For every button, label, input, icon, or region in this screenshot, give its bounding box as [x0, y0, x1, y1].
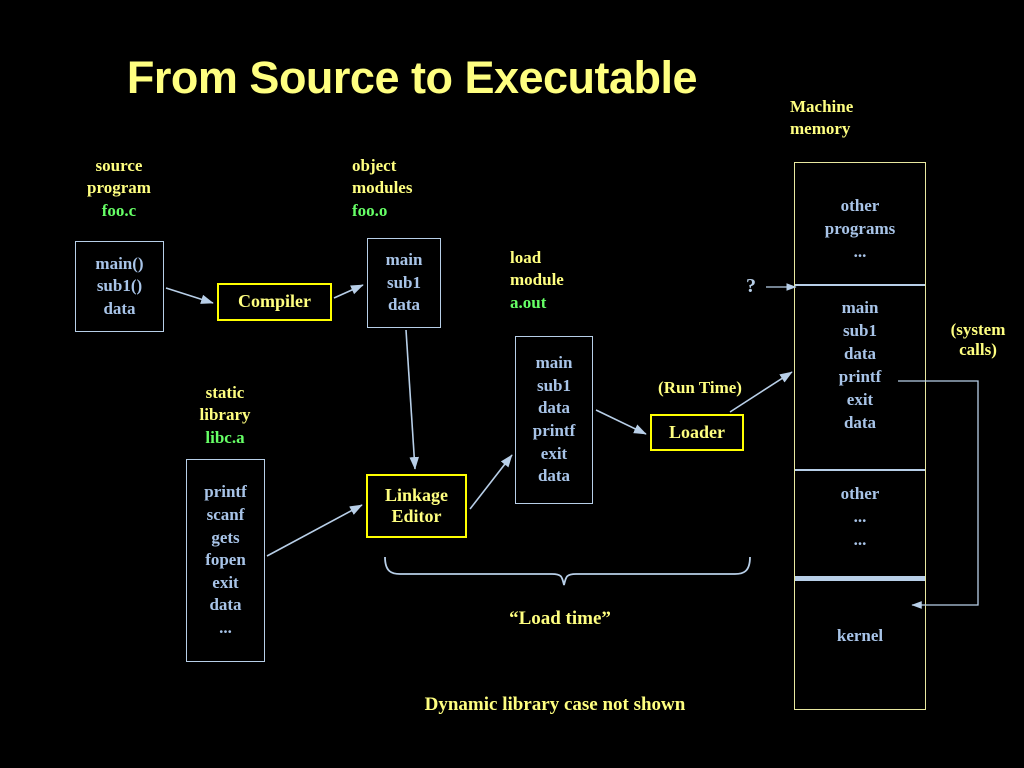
- memseg2-line-2: ...: [853, 529, 867, 549]
- library-box-line-1: scanf: [206, 504, 245, 524]
- load-box-line-4: exit: [540, 443, 568, 463]
- dynamic-library-note: Dynamic library case not shown: [424, 694, 686, 715]
- machine-memory-frame: other programs ... main sub1 data printf…: [794, 162, 926, 710]
- object-box-line-0: main: [385, 250, 423, 270]
- memseg3-line-0: kernel: [836, 626, 884, 645]
- memory-caption-line1: Machine: [790, 97, 854, 116]
- load-time-label: “Load time”: [509, 608, 611, 629]
- page-title: From Source to Executable: [126, 52, 698, 103]
- run-time-label: (Run Time): [658, 378, 742, 397]
- library-box-line-2: gets: [211, 527, 240, 547]
- system-calls-line2: calls): [959, 340, 997, 359]
- source-box-line-0: main(): [95, 253, 144, 273]
- object-box-line-1: sub1: [386, 272, 422, 292]
- memory-segment-loaded-program: main sub1 data printf exit data: [795, 297, 925, 435]
- load-caption-line1: load: [510, 248, 542, 267]
- system-calls-line1: (system: [950, 320, 1006, 339]
- memory-divider-2: [795, 469, 925, 471]
- memseg0-line-0: other: [840, 196, 880, 215]
- library-box-line-4: exit: [212, 572, 239, 592]
- loader-box[interactable]: Loader: [650, 414, 744, 451]
- system-calls-label: (system calls): [932, 320, 1024, 360]
- memseg1-line-0: main: [841, 298, 879, 317]
- arrow-source-to-compiler: [165, 287, 214, 304]
- source-program-caption: source program foo.c: [58, 155, 180, 222]
- object-caption-line1: object: [352, 156, 397, 175]
- library-caption-line2: library: [199, 405, 251, 425]
- load-module-box: main sub1 data printf exit data: [515, 336, 593, 504]
- source-box-line-1: sub1(): [96, 276, 143, 296]
- library-caption-line1: static: [205, 383, 245, 402]
- memseg1-line-3: printf: [838, 366, 882, 386]
- library-box-line-0: printf: [204, 482, 247, 502]
- load-box-line-1: sub1: [536, 375, 572, 395]
- question-mark-label: ?: [746, 275, 756, 297]
- compiler-box[interactable]: Compiler: [217, 283, 332, 321]
- object-caption-line2: modules: [352, 178, 413, 198]
- memory-segment-other-programs: other programs ...: [795, 195, 925, 264]
- load-filename: a.out: [510, 292, 547, 312]
- memory-divider-kernel-boundary: [795, 576, 925, 581]
- load-box-line-3: printf: [532, 421, 576, 440]
- library-box-line-6: ...: [219, 618, 232, 638]
- arrow-load-module-to-loader: [595, 409, 647, 435]
- memseg1-line-4: exit: [846, 389, 874, 409]
- memseg1-line-1: sub1: [842, 320, 878, 340]
- library-box-line-3: fopen: [205, 550, 246, 570]
- memseg0-line-2: ...: [853, 241, 867, 261]
- arrow-linkage-to-load-module: [469, 454, 513, 510]
- load-box-line-0: main: [535, 353, 573, 373]
- object-modules-caption: object modules foo.o: [352, 155, 470, 222]
- object-filename: foo.o: [352, 200, 388, 220]
- memory-segment-kernel: kernel: [795, 625, 925, 648]
- memseg2-line-0: other: [840, 484, 880, 503]
- linkage-editor-box[interactable]: Linkage Editor: [366, 474, 467, 538]
- object-box-line-2: data: [387, 295, 421, 315]
- source-filename: foo.c: [101, 200, 137, 220]
- machine-memory-caption: Machine memory: [790, 96, 930, 141]
- memseg0-line-1: programs: [824, 218, 896, 238]
- arrow-compiler-to-object: [333, 284, 364, 299]
- static-library-box: printf scanf gets fopen exit data ...: [186, 459, 265, 662]
- memory-divider-1: [795, 284, 925, 286]
- memory-caption-line2: memory: [790, 119, 851, 139]
- arrow-library-to-linkage: [266, 504, 363, 557]
- load-caption-line2: module: [510, 270, 564, 290]
- source-caption-line1: source: [95, 156, 143, 175]
- source-program-box: main() sub1() data: [75, 241, 164, 332]
- linkage-editor-label-line2: Editor: [391, 506, 442, 526]
- memseg2-line-1: ...: [853, 506, 867, 526]
- loader-label: Loader: [669, 421, 725, 442]
- library-filename: libc.a: [205, 427, 245, 447]
- memseg1-line-5: data: [843, 412, 877, 432]
- static-library-caption: static library libc.a: [166, 382, 284, 449]
- object-module-box: main sub1 data: [367, 238, 441, 328]
- linkage-editor-label-line1: Linkage: [384, 484, 449, 505]
- load-box-line-5: data: [537, 466, 571, 486]
- memory-segment-other: other ... ...: [795, 483, 925, 552]
- compiler-label: Compiler: [238, 291, 311, 312]
- arrow-object-to-linkage: [405, 329, 420, 470]
- memseg1-line-2: data: [843, 343, 877, 363]
- load-box-line-2: data: [537, 398, 571, 418]
- load-module-caption: load module a.out: [510, 247, 620, 314]
- source-box-line-2: data: [103, 298, 136, 318]
- source-caption-line2: program: [87, 178, 151, 198]
- load-time-brace: [384, 556, 751, 586]
- library-box-line-5: data: [209, 595, 242, 615]
